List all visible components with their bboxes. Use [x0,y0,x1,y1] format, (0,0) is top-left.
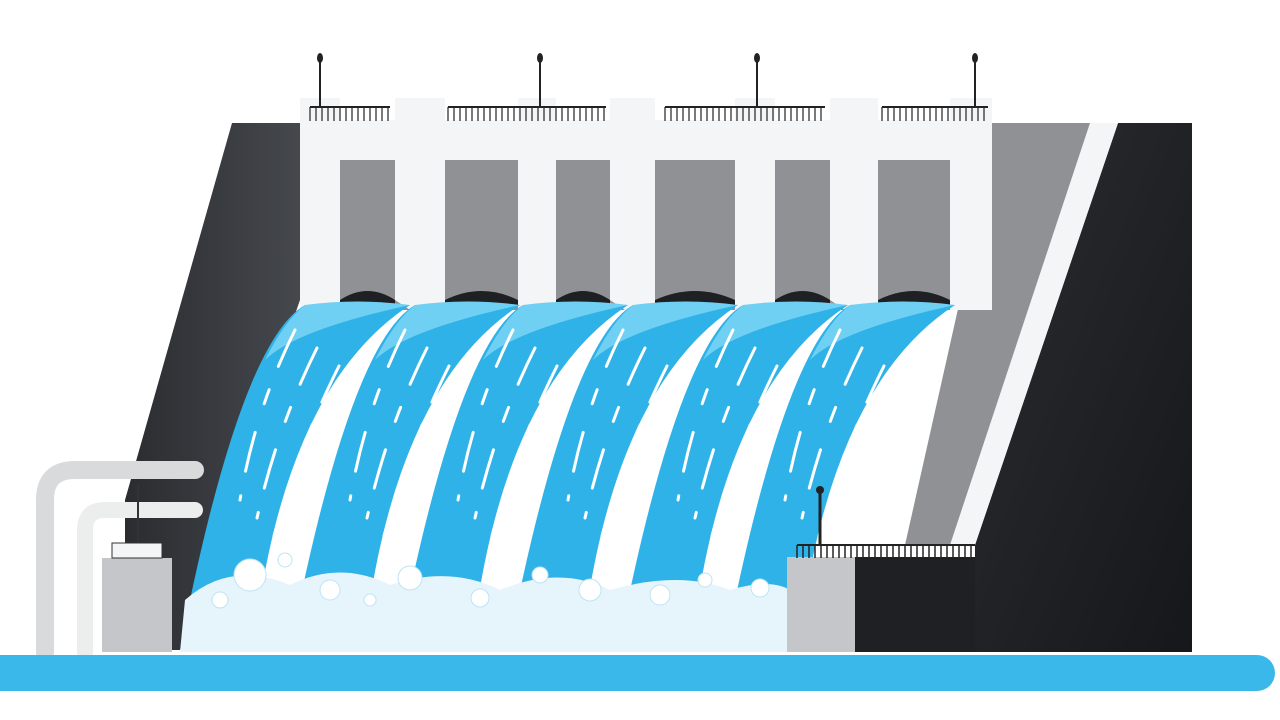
foam-bubble [697,572,713,588]
foam-bubble [211,591,229,609]
river [0,655,1275,691]
water-streak [456,328,515,502]
right-antenna-tip [816,486,824,494]
water-crest [265,301,410,360]
water-flow [735,305,955,600]
water-crest [703,301,848,360]
water-streak [255,346,319,520]
water-streak [817,364,886,538]
foam-bubble [470,588,490,608]
pier [610,98,655,310]
foam-bubble [397,565,423,591]
right-building [787,557,855,652]
foam-bubble [319,579,341,601]
water-streak [783,328,842,502]
water-crest [593,301,738,360]
river-edge [0,655,30,691]
water-streak [710,364,779,538]
foam-bubble [277,552,293,568]
water-streak [382,364,451,538]
pier-top [395,98,445,128]
lamp-head [317,53,323,63]
water-flow [628,305,848,600]
dam-left-wall [125,123,300,650]
foam-bubble [363,593,377,607]
water-streak [566,328,625,502]
water-flow [518,305,738,600]
pier [300,98,340,310]
water-streak [507,382,581,556]
water-streak [583,346,647,520]
foam-bubble [578,578,602,602]
water-streak [473,346,537,520]
water-streak [289,382,363,556]
water-streak [617,382,691,556]
left-building-roof [111,542,163,559]
water-streak [800,346,864,520]
pier [830,98,878,310]
water-streak [490,364,559,538]
pier [950,98,992,310]
water-crest [810,301,955,360]
pier-top [830,98,878,128]
pier-top [610,98,655,128]
foam-bubble [233,558,267,592]
lamp-head [972,53,978,63]
water-flow [300,305,520,600]
dam-right-stripe [950,123,1118,545]
water-streak [600,364,669,538]
foam-bubble [649,584,671,606]
water-streak [365,346,429,520]
foam [180,572,790,652]
dam-right-slope [905,123,1090,545]
water-streak [676,328,735,502]
left-building [102,558,172,652]
water-crest [375,301,520,360]
lamp-head [754,53,760,63]
pier [395,98,445,310]
dam-right-wall [975,123,1192,652]
water-flow [408,305,628,600]
right-building-dark [855,557,975,652]
lamp-head [537,53,543,63]
pipes [36,461,204,661]
water-streak [834,382,908,556]
water-streak [272,364,341,538]
foam-bubble [750,578,770,598]
pier [518,98,556,310]
water-flow [190,305,410,600]
water-streak [238,328,297,502]
water-streak [348,328,407,502]
pier [735,98,775,310]
foam-bubble [531,566,549,584]
water-streak [693,346,757,520]
water-crest [483,301,628,360]
